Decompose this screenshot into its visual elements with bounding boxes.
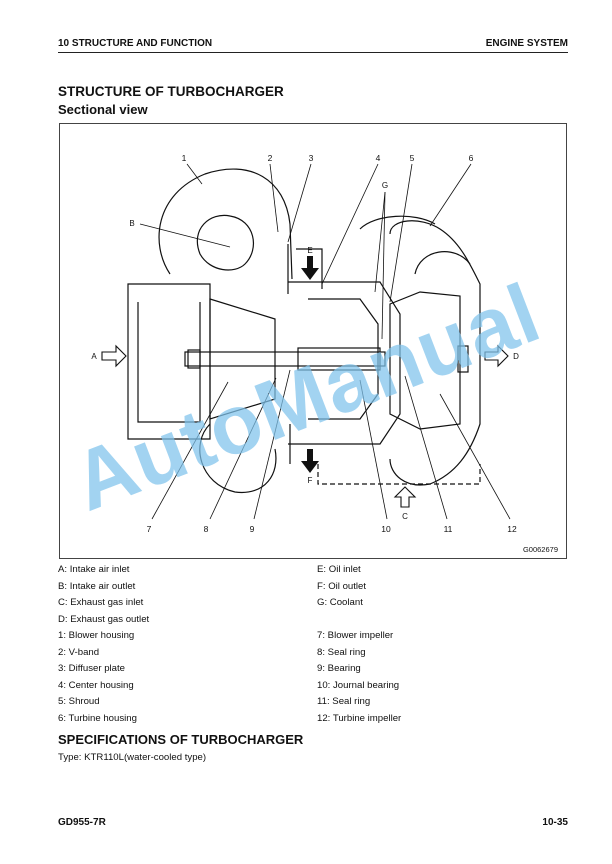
turbocharger-drawing: 1 2 3 4 5 6 7 8 9 10 11 12 A B D E F G C	[91, 153, 519, 534]
label-d: D	[513, 352, 519, 361]
page-footer: GD955-7R 10-35	[58, 817, 568, 828]
label-f: F	[308, 476, 313, 485]
header-system: ENGINE SYSTEM	[485, 38, 568, 49]
legend-item: D: Exhaust gas outlet	[58, 613, 150, 625]
turbine-housing-shape	[389, 220, 481, 486]
blower-inner-scroll	[196, 214, 254, 271]
callout-5: 5	[410, 153, 415, 163]
blower-housing-shape	[158, 168, 293, 280]
header-section: 10 STRUCTURE AND FUNCTION	[58, 38, 213, 49]
callout-4: 4	[376, 153, 381, 163]
page-title: STRUCTURE OF TURBOCHARGER	[58, 84, 284, 99]
page-header: 10 STRUCTURE AND FUNCTION ENGINE SYSTEM	[58, 38, 568, 53]
legend-right: E: Oil inlet F: Oil outlet G: Coolant 7:…	[317, 562, 401, 727]
callout-9: 9	[250, 524, 255, 534]
legend-item: C: Exhaust gas inlet	[58, 597, 144, 608]
legend-item: 4: Center housing	[58, 679, 134, 691]
label-e: E	[307, 246, 312, 255]
legend-item: 11: Seal ring	[317, 696, 371, 707]
legend-item: B: Intake air outlet	[58, 580, 136, 592]
legend-item: G: Coolant	[317, 597, 363, 608]
legend-item: A: Intake air inlet	[58, 564, 130, 575]
intake-arrow-icon	[101, 344, 127, 368]
label-g: G	[382, 181, 388, 190]
legend-item: 9: Bearing	[317, 663, 361, 674]
legend-item: 1: Blower housing	[58, 630, 135, 641]
label-c: C	[402, 512, 408, 521]
footer-model: GD955-7R	[58, 817, 106, 828]
footer-page-number: 10-35	[542, 817, 568, 828]
specifications-title: SPECIFICATIONS OF TURBOCHARGER	[58, 732, 304, 747]
callout-6: 6	[469, 153, 474, 163]
figure-code: G0062679	[522, 545, 558, 554]
legend-item: 3: Diffuser plate	[58, 663, 126, 674]
legend-left: A: Intake air inlet B: Intake air outlet…	[58, 562, 149, 727]
specifications-type: Type: KTR110L(water-cooled type)	[58, 752, 207, 763]
legend-item: 6: Turbine housing	[58, 712, 137, 724]
label-b: B	[129, 219, 134, 228]
legend-item: F: Oil outlet	[317, 580, 367, 592]
callout-8: 8	[204, 524, 209, 534]
exhaust-inlet-arrow-icon	[393, 486, 417, 508]
callout-7: 7	[147, 524, 152, 534]
legend-item: 8: Seal ring	[317, 646, 366, 658]
callout-3: 3	[309, 153, 314, 163]
callout-2: 2	[268, 153, 273, 163]
oil-inlet-arrow-icon	[301, 256, 319, 280]
exhaust-outlet-arrow-icon	[484, 344, 509, 368]
legend-item: 7: Blower impeller	[317, 630, 394, 641]
section-subtitle: Sectional view	[58, 102, 148, 117]
legend-item: E: Oil inlet	[317, 564, 361, 575]
legend-item: 5: Shroud	[58, 696, 100, 707]
oil-outlet-arrow-icon	[301, 449, 319, 473]
turbocharger-sectional-figure: 1 2 3 4 5 6 7 8 9 10 11 12 A B D E F G C…	[59, 123, 567, 559]
legend-item: 2: V-band	[58, 646, 100, 658]
callout-11: 11	[444, 524, 453, 534]
label-a: A	[91, 352, 97, 361]
callout-12: 12	[507, 524, 517, 534]
callout-1: 1	[182, 153, 187, 163]
legend-item: 10: Journal bearing	[317, 679, 400, 691]
callout-10: 10	[381, 524, 391, 534]
legend-item: 12: Turbine impeller	[317, 712, 402, 724]
